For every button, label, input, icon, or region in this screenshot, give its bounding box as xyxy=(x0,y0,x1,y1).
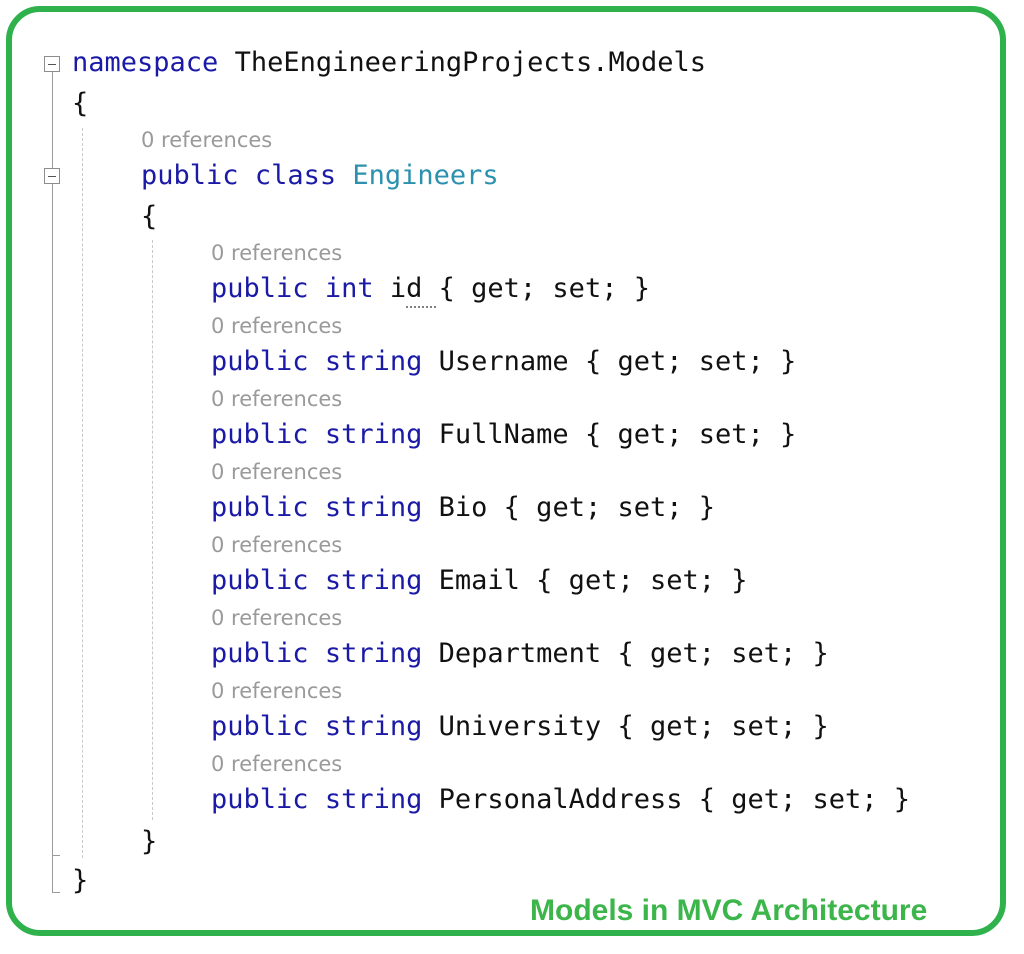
property-accessors: { get; set; } xyxy=(617,711,829,742)
property-reference-hint[interactable]: 0 references xyxy=(211,314,343,338)
property-name: FullName xyxy=(438,419,569,450)
property-line: public int id { get; set; } xyxy=(211,273,650,305)
property-line: public string FullName { get; set; } xyxy=(211,419,796,451)
property-line: public string University { get; set; } xyxy=(211,711,829,743)
class-outline-end xyxy=(52,855,60,856)
property-reference-hint[interactable]: 0 references xyxy=(211,679,343,703)
property-accessors: { get; set; } xyxy=(438,273,650,304)
namespace-outline-end xyxy=(52,892,60,893)
code-frame xyxy=(6,6,1006,936)
namespace-close-brace: } xyxy=(72,865,89,896)
property-accessors: { get; set; } xyxy=(503,492,715,523)
type-keyword: string xyxy=(324,784,423,815)
namespace-keyword: namespace xyxy=(72,47,219,78)
access-keyword: public xyxy=(211,565,309,596)
property-reference-hint[interactable]: 0 references xyxy=(211,752,343,776)
access-keyword: public xyxy=(211,419,309,450)
namespace-name: TheEngineeringProjects.Models xyxy=(234,47,706,78)
class-public-keyword: public xyxy=(141,160,239,191)
class-keyword: class xyxy=(254,160,337,191)
property-name: PersonalAddress xyxy=(438,784,683,815)
namespace-indent-guide xyxy=(82,128,83,858)
property-name: Username xyxy=(438,346,569,377)
class-open-brace: { xyxy=(141,201,158,232)
caption: Models in MVC Architecture xyxy=(530,894,928,927)
property-name: University xyxy=(438,711,602,742)
access-keyword: public xyxy=(211,346,309,377)
type-keyword: string xyxy=(324,419,423,450)
property-reference-hint[interactable]: 0 references xyxy=(211,606,343,630)
property-name: Department xyxy=(438,638,602,669)
namespace-open-brace: { xyxy=(72,88,89,119)
property-line: public string Email { get; set; } xyxy=(211,565,748,597)
namespace-line: namespace TheEngineeringProjects.Models xyxy=(72,47,706,79)
suggestion-squiggle xyxy=(406,306,436,308)
property-line: public string Department { get; set; } xyxy=(211,638,829,670)
property-reference-hint[interactable]: 0 references xyxy=(211,533,343,557)
property-name: Bio xyxy=(438,492,488,523)
property-name: Email xyxy=(438,565,520,596)
property-reference-hint[interactable]: 0 references xyxy=(211,387,343,411)
property-accessors: { get; set; } xyxy=(617,638,829,669)
class-indent-guide xyxy=(152,240,153,820)
class-reference-hint[interactable]: 0 references xyxy=(141,128,273,152)
access-keyword: public xyxy=(211,711,309,742)
property-line: public string Bio { get; set; } xyxy=(211,492,715,524)
property-accessors: { get; set; } xyxy=(536,565,748,596)
access-keyword: public xyxy=(211,492,309,523)
type-keyword: string xyxy=(324,565,423,596)
property-accessors: { get; set; } xyxy=(584,346,797,377)
type-keyword: int xyxy=(324,273,374,304)
access-keyword: public xyxy=(211,273,309,304)
property-accessors: { get; set; } xyxy=(584,419,797,450)
property-accessors: { get; set; } xyxy=(698,784,911,815)
property-reference-hint[interactable]: 0 references xyxy=(211,460,343,484)
namespace-collapse-icon[interactable] xyxy=(44,56,60,72)
type-keyword: string xyxy=(324,711,423,742)
type-keyword: string xyxy=(324,346,423,377)
property-line: public string Username { get; set; } xyxy=(211,346,796,378)
property-line: public string PersonalAddress { get; set… xyxy=(211,784,910,816)
class-name: Engineers xyxy=(352,160,499,191)
property-name: id xyxy=(389,273,423,304)
class-close-brace: } xyxy=(141,826,158,857)
class-declaration-line: public class Engineers xyxy=(141,160,499,192)
access-keyword: public xyxy=(211,638,309,669)
type-keyword: string xyxy=(324,638,423,669)
namespace-outline-line xyxy=(52,72,53,892)
property-reference-hint[interactable]: 0 references xyxy=(211,241,343,265)
class-collapse-icon[interactable] xyxy=(44,168,60,184)
access-keyword: public xyxy=(211,784,309,815)
type-keyword: string xyxy=(324,492,423,523)
